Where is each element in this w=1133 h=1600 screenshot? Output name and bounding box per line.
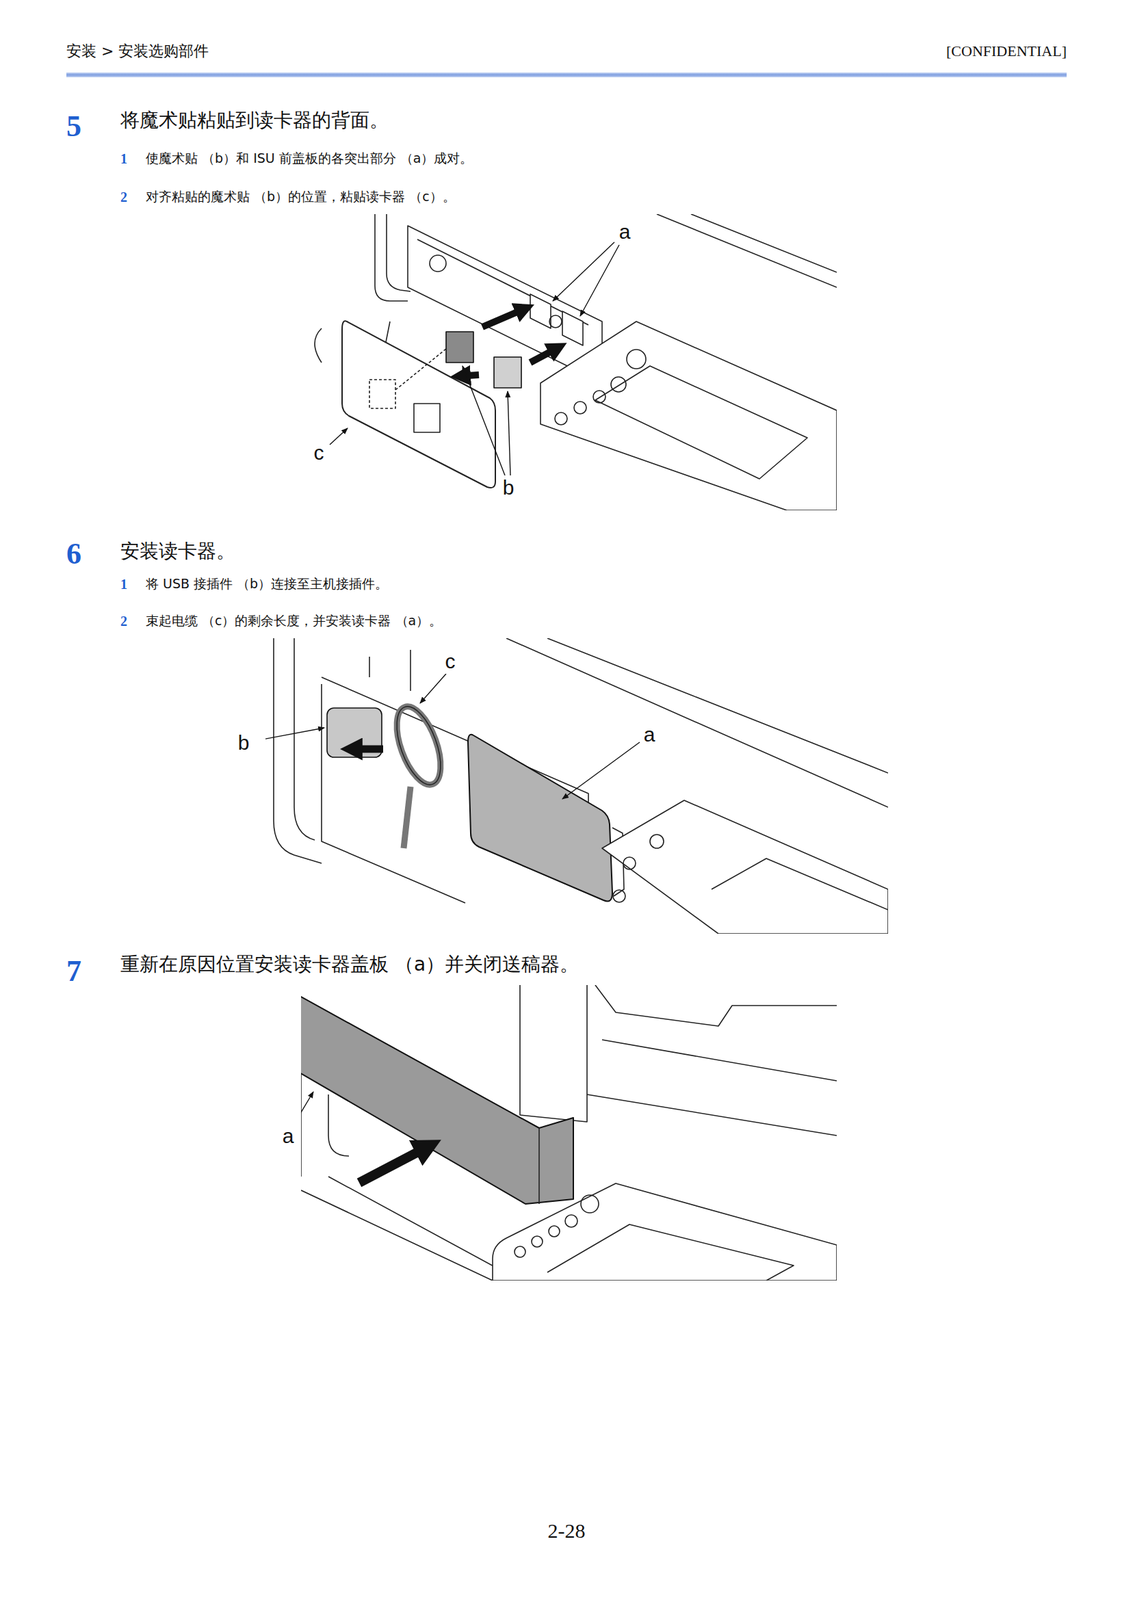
substep-text: 对齐粘贴的魔术贴 （b）的位置，粘贴读卡器 （c）。	[145, 188, 456, 205]
figure-velcro	[314, 214, 837, 511]
callout-letter: c	[444, 649, 458, 674]
figure-reader	[265, 638, 889, 934]
substep-text: 束起电缆 （c）的剩余长度，并安装读卡器 （a）。	[145, 613, 442, 629]
substep-text: 使魔术贴 （b）和 ISU 前盖板的各突出部分 （a）成对。	[145, 150, 473, 167]
step-heading: 将魔术贴粘贴到读卡器的背面。	[120, 108, 389, 133]
callout-letter: c	[312, 440, 326, 466]
callout-letter: a	[642, 722, 657, 748]
step-number: 5	[66, 108, 82, 146]
substep-number: 1	[120, 576, 128, 593]
callout-letter: b	[236, 730, 252, 756]
header-rule	[66, 72, 1067, 78]
step-number: 7	[66, 953, 82, 991]
callout-letter: a	[617, 219, 633, 245]
substep-number: 1	[120, 150, 128, 167]
step-heading: 安装读卡器。	[120, 539, 236, 564]
classification: [CONFIDENTIAL]	[946, 42, 1067, 61]
figure-cover	[301, 985, 837, 1281]
breadcrumb: 安装 > 安装选购部件	[66, 42, 209, 61]
substep-text: 将 USB 接插件 （b）连接至主机接插件。	[145, 576, 388, 592]
step-heading: 重新在原因位置安装读卡器盖板 （a）并关闭送稿器。	[120, 953, 579, 977]
substep-number: 2	[120, 613, 128, 630]
substep-number: 2	[120, 188, 128, 206]
step-number: 6	[66, 536, 82, 573]
callout-letter: b	[501, 475, 516, 501]
callout-letter: a	[281, 1124, 296, 1149]
page-number: 2-28	[548, 1518, 586, 1544]
